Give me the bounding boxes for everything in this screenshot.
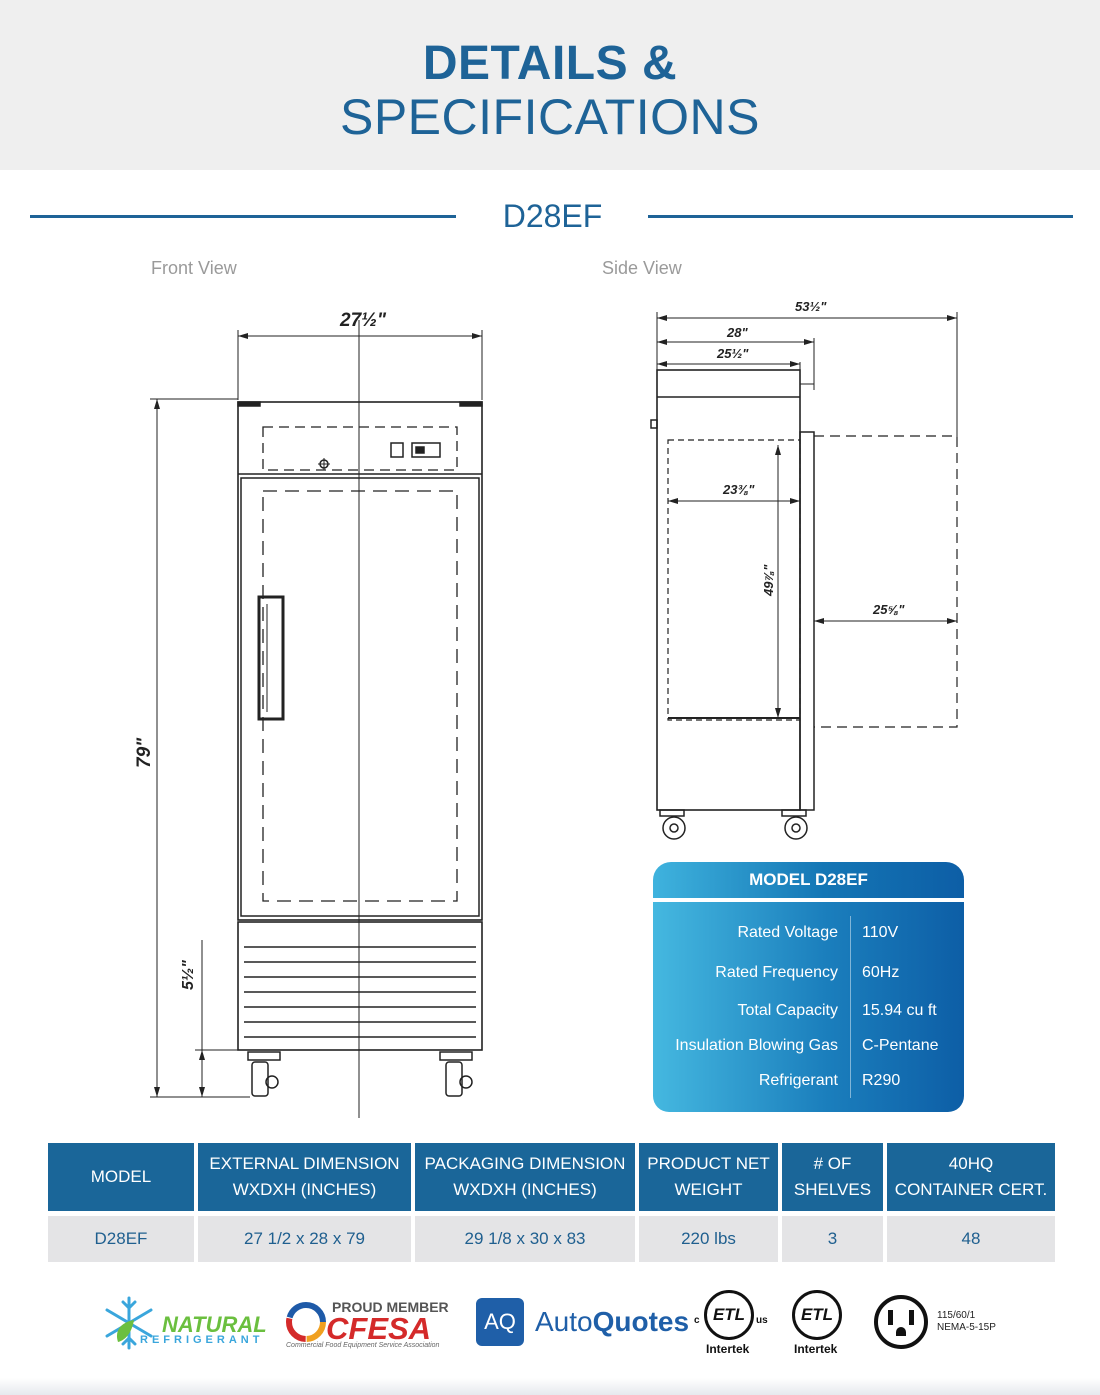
header-text: WEIGHT <box>674 1180 743 1199</box>
model-heading: D28EF <box>502 198 603 234</box>
front-view-drawing <box>150 320 483 1118</box>
table-cell-packaging-dimension: 29 1/8 x 30 x 83 <box>415 1216 635 1262</box>
spec-value: R290 <box>862 1072 901 1089</box>
plug-rating: 115/60/1 <box>937 1310 976 1321</box>
spec-value: 110V <box>862 924 899 941</box>
natural-refrigerant-line1: NATURAL <box>162 1312 267 1337</box>
spec-label: Refrigerant <box>758 1072 838 1089</box>
spec-label: Rated Voltage <box>737 924 838 941</box>
nema-plug-icon <box>874 1295 928 1349</box>
spec-value: 15.94 cu ft <box>862 1002 937 1019</box>
spec-row-capacity: Total Capacity 15.94 cu ft <box>653 1002 964 1026</box>
autoquotes-part-b: Quotes <box>592 1306 690 1337</box>
spec-row-refrigerant: Refrigerant R290 <box>653 1072 964 1096</box>
header-text: PACKAGING DIMENSION <box>424 1154 626 1173</box>
spec-panel-divider <box>850 916 851 1098</box>
plug-type: NEMA-5-15P <box>937 1322 996 1333</box>
side-view-drawing <box>650 312 958 840</box>
front-base-label: 5½" <box>180 960 197 990</box>
etl-mark-1: ETL <box>704 1290 754 1340</box>
table-cell-container-cert: 48 <box>887 1216 1055 1262</box>
spec-label: Rated Frequency <box>715 964 838 981</box>
side-body-depth-label: 25½" <box>716 346 749 361</box>
etl-text: ETL <box>712 1305 746 1324</box>
header-text: PRODUCT NET <box>647 1154 770 1173</box>
autoquotes-badge-text: AQ <box>484 1309 516 1334</box>
front-height-label: 79" <box>134 737 155 768</box>
spec-row-frequency: Rated Frequency 60Hz <box>653 964 964 988</box>
table-cell-model: D28EF <box>48 1216 194 1262</box>
side-door-swing-label: 25⅝" <box>872 602 905 617</box>
divider-left <box>30 215 456 218</box>
side-depth-label: 28" <box>726 325 748 340</box>
cfesa-ring-icon <box>286 1302 326 1342</box>
intertek-2: Intertek <box>794 1342 838 1356</box>
page-footer <box>0 1378 1100 1395</box>
etl1-us: us <box>756 1315 768 1326</box>
cfesa-logo-text: CFESA <box>326 1311 432 1346</box>
header-text: EXTERNAL DIMENSION <box>209 1154 400 1173</box>
etl1-c: c <box>694 1315 700 1326</box>
header-text: # OF <box>813 1154 852 1173</box>
cfesa-proud-member: PROUD MEMBER <box>332 1299 449 1315</box>
header-text: MODEL <box>90 1167 152 1186</box>
dimension-drawings: 27½" 79" 5½" 53½" 28" 25½" 23⅜" 49⅞" 25⅝… <box>134 299 958 1118</box>
spec-panel <box>653 902 964 1112</box>
autoquotes-badge: AQ <box>476 1298 524 1346</box>
page-title-line2: SPECIFICATIONS <box>339 89 760 145</box>
spec-row-blowing-gas: Insulation Blowing Gas C-Pentane <box>653 1037 964 1061</box>
natural-refrigerant-line2: REFRIGERANT <box>140 1334 264 1346</box>
side-interior-depth-label: 23⅜" <box>722 482 755 497</box>
etl-mark-2: ETL <box>792 1290 842 1340</box>
spec-panel-tab <box>653 862 964 898</box>
spec-row-voltage: Rated Voltage 110V <box>653 924 964 948</box>
natural-refrigerant-snowflake-icon <box>105 1296 153 1350</box>
table-cell-net-weight: 220 lbs <box>639 1216 778 1262</box>
autoquotes-part-a: Auto <box>535 1306 593 1337</box>
spec-value: 60Hz <box>862 964 900 981</box>
etl-text: ETL <box>800 1305 834 1324</box>
spec-panel-title: MODEL D28EF <box>749 870 868 889</box>
table-cell-external-dimension: 27 1/2 x 28 x 79 <box>198 1216 411 1262</box>
header-text: 40HQ <box>948 1154 994 1173</box>
page-title-line1: DETAILS & <box>422 37 678 90</box>
autoquotes-logo-text: AutoQuotes <box>535 1306 689 1338</box>
table-cell-shelves: 3 <box>782 1216 883 1262</box>
spec-value: C-Pentane <box>862 1037 939 1054</box>
front-width-label: 27½" <box>339 310 387 331</box>
table-header-packaging-dimension: PACKAGING DIMENSION WXDXH (INCHES) <box>415 1143 635 1211</box>
header-text: CONTAINER CERT. <box>894 1180 1048 1199</box>
cfesa-subtitle: Commercial Food Equipment Service Associ… <box>286 1342 440 1349</box>
spec-label: Total Capacity <box>737 1002 839 1019</box>
header-text: WXDXH (INCHES) <box>232 1180 377 1199</box>
spec-label: Insulation Blowing Gas <box>675 1037 838 1054</box>
table-header-shelves: # OF SHELVES <box>782 1143 883 1211</box>
side-interior-height-label: 49⅞" <box>761 564 776 597</box>
front-view-label: Front View <box>151 258 237 278</box>
intertek-1: Intertek <box>706 1342 750 1356</box>
table-header-container-cert: 40HQ CONTAINER CERT. <box>887 1143 1055 1211</box>
side-view-label: Side View <box>602 258 682 278</box>
table-header-model: MODEL <box>48 1143 194 1211</box>
table-header-external-dimension: EXTERNAL DIMENSION WXDXH (INCHES) <box>198 1143 411 1211</box>
table-header-net-weight: PRODUCT NET WEIGHT <box>639 1143 778 1211</box>
divider-right <box>648 215 1073 218</box>
header-text: SHELVES <box>793 1180 872 1199</box>
header-text: WXDXH (INCHES) <box>453 1180 597 1199</box>
page-header <box>0 0 1100 170</box>
side-overall-label: 53½" <box>795 299 827 314</box>
